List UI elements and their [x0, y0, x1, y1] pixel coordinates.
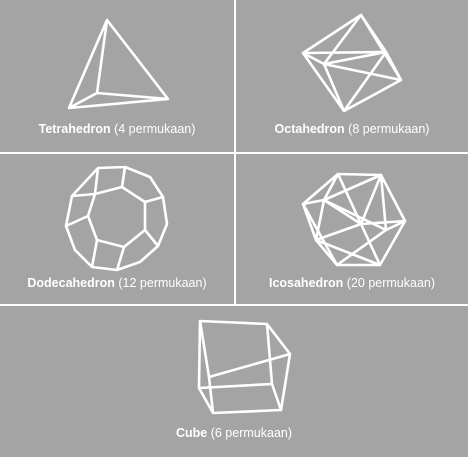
caption-octahedron: Octahedron (8 permukaan): [236, 122, 468, 136]
solid-name-dodecahedron: Dodecahedron: [27, 276, 115, 290]
solid-faces-tetrahedron: (4 permukaan): [114, 122, 196, 136]
panel-dodecahedron: Dodecahedron (12 permukaan): [0, 154, 234, 304]
solid-faces-icosahedron: (20 permukaan): [346, 276, 436, 290]
panel-icosahedron: Icosahedron (20 permukaan): [236, 154, 468, 304]
cube-icon: [197, 319, 292, 415]
solid-name-tetrahedron: Tetrahedron: [38, 122, 111, 136]
solid-faces-dodecahedron: (12 permukaan): [118, 276, 207, 290]
icosahedron-icon: [301, 172, 407, 267]
solid-name-cube: Cube: [175, 426, 208, 440]
solid-faces-octahedron: (8 permukaan): [348, 122, 430, 136]
panel-cube: Cube (6 permukaan): [0, 306, 468, 457]
tetrahedron-icon: [67, 18, 170, 110]
solid-name-icosahedron: Icosahedron: [268, 276, 344, 290]
caption-icosahedron: Icosahedron (20 permukaan): [236, 276, 468, 290]
panel-tetrahedron: Tetrahedron (4 permukaan): [0, 0, 234, 152]
octahedron-icon: [301, 13, 403, 113]
solid-name-octahedron: Octahedron: [274, 122, 345, 136]
dodecahedron-icon: [64, 165, 169, 272]
solid-faces-cube: (6 permukaan): [210, 426, 293, 440]
caption-dodecahedron: Dodecahedron (12 permukaan): [0, 276, 234, 290]
panel-octahedron: Octahedron (8 permukaan): [236, 0, 468, 152]
caption-cube: Cube (6 permukaan): [0, 426, 468, 440]
caption-tetrahedron: Tetrahedron (4 permukaan): [0, 122, 234, 136]
